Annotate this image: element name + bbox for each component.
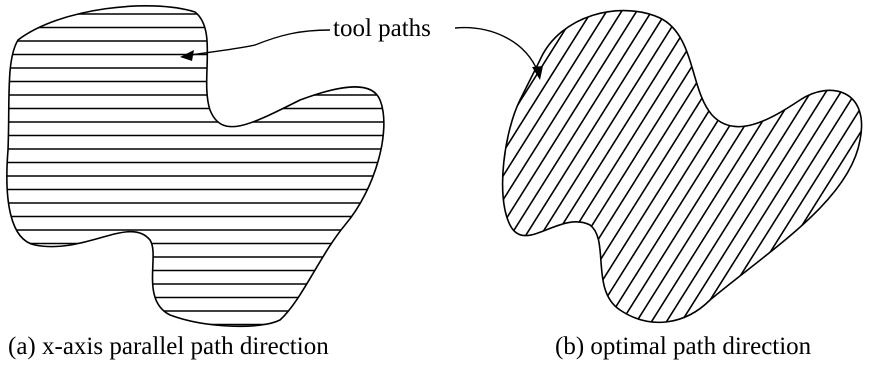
tool-path-line [639, 10, 861, 323]
tool-path-line [699, 10, 862, 323]
tool-path-line [594, 10, 816, 323]
tool-path-line [579, 10, 801, 323]
leader-to-panel-a [183, 29, 331, 57]
tool-path-line [534, 10, 756, 323]
tool-path-line [684, 10, 862, 323]
tool-path-line [564, 10, 786, 323]
arrowhead-panel-a [180, 50, 194, 61]
tool-path-line [502, 10, 531, 323]
tool-path-line [502, 10, 666, 323]
panel-b-shape [220, 0, 863, 340]
tool-path-line [502, 10, 711, 323]
tool-path-line [235, 0, 455, 340]
leader-to-panel-b [454, 26, 539, 73]
tool-path-line [549, 10, 771, 323]
tool-path-line [502, 10, 651, 323]
tool-path-line [502, 10, 516, 323]
callout-leaders [180, 26, 543, 80]
tool-path-line [624, 10, 846, 323]
tool-path-line [502, 10, 576, 323]
horizontal-tool-paths [6, 13, 384, 326]
tool-path-line [502, 10, 561, 323]
tool-paths-label: tool paths [333, 15, 431, 42]
tool-path-line [502, 10, 681, 323]
tool-path-line [669, 10, 862, 323]
tool-path-line [502, 10, 606, 323]
caption-panel-a: (a) x-axis parallel path direction [8, 333, 329, 360]
tool-path-line [519, 10, 741, 323]
tool-path-line [502, 10, 621, 323]
tool-path-line [280, 0, 500, 340]
tool-path-line [502, 10, 636, 323]
tool-path-line [504, 10, 726, 323]
tool-path-line [220, 0, 440, 340]
tool-path-line [609, 10, 831, 323]
tool-path-line [250, 0, 470, 340]
arrowhead-panel-b [532, 66, 543, 80]
tool-path-line [502, 10, 591, 323]
tool-path-line [502, 10, 696, 323]
caption-panel-b: (b) optimal path direction [555, 333, 812, 360]
tool-path-line [502, 10, 546, 323]
